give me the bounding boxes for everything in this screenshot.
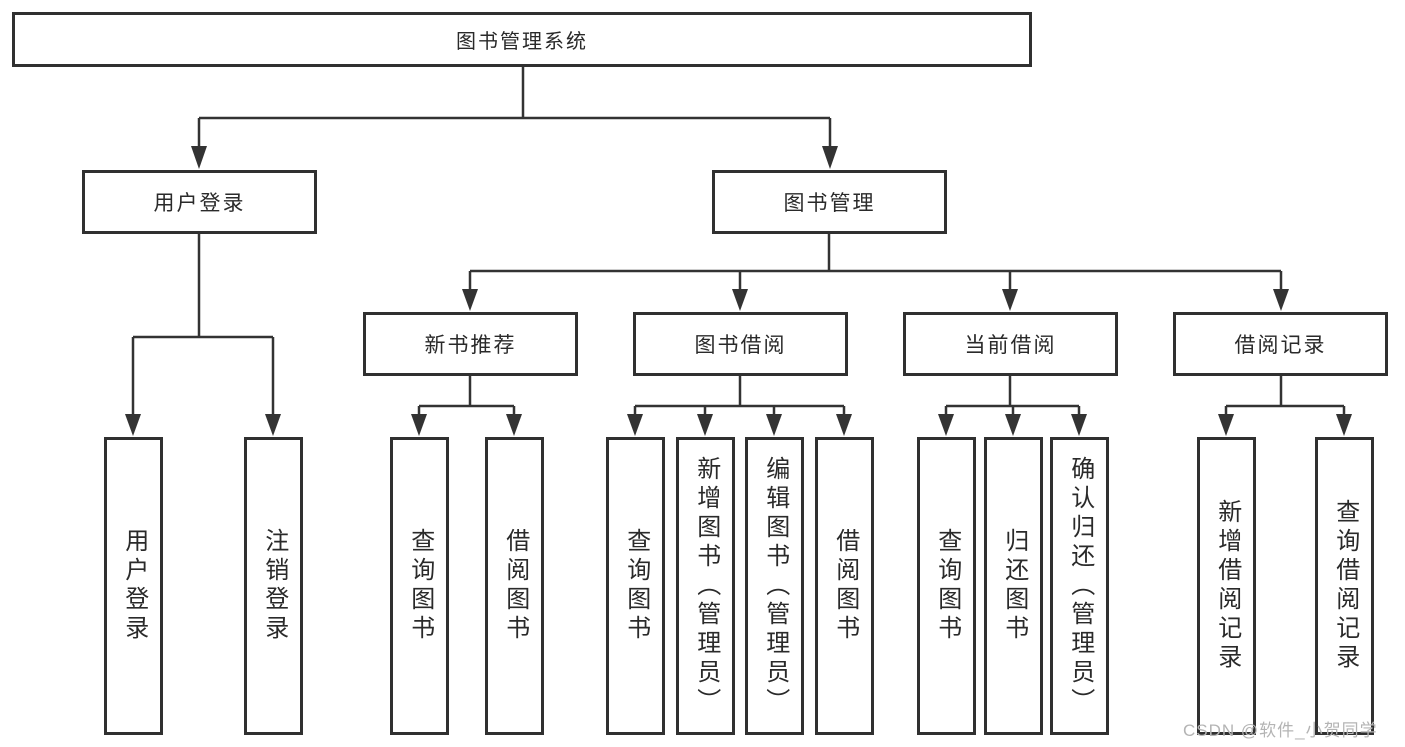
leaf-label: 查询图书 bbox=[933, 528, 961, 644]
leaf-label: 归还图书 bbox=[1000, 528, 1028, 644]
node-borrow-records: 借阅记录 bbox=[1173, 312, 1388, 376]
leaf-return-books: 归还图书 bbox=[984, 437, 1043, 735]
leaf-label: 查询图书 bbox=[406, 528, 434, 644]
leaf-query-borrow-record: 查询借阅记录 bbox=[1315, 437, 1374, 735]
node-label: 图书管理系统 bbox=[456, 31, 588, 53]
node-library-management-system: 图书管理系统 bbox=[12, 12, 1032, 67]
leaf-query-books-recommend: 查询图书 bbox=[390, 437, 449, 735]
node-label: 用户登录 bbox=[153, 192, 246, 215]
node-label: 当前借阅 bbox=[964, 334, 1057, 357]
leaf-add-book-admin: 新增图书（管理员） bbox=[676, 437, 735, 735]
leaf-user-login: 用户登录 bbox=[104, 437, 163, 735]
node-current-borrow: 当前借阅 bbox=[903, 312, 1118, 376]
leaf-borrow-books-recommend: 借阅图书 bbox=[485, 437, 544, 735]
leaf-query-books-current: 查询图书 bbox=[917, 437, 976, 735]
node-book-borrow: 图书借阅 bbox=[633, 312, 848, 376]
leaf-borrow-books: 借阅图书 bbox=[815, 437, 874, 735]
node-label: 图书借阅 bbox=[694, 334, 787, 357]
leaf-label: 编辑图书（管理员） bbox=[761, 455, 789, 717]
leaf-logout-login: 注销登录 bbox=[244, 437, 303, 735]
node-user-login: 用户登录 bbox=[82, 170, 317, 234]
leaf-label: 查询图书 bbox=[622, 528, 650, 644]
leaf-edit-book-admin: 编辑图书（管理员） bbox=[745, 437, 804, 735]
node-book-management: 图书管理 bbox=[712, 170, 947, 234]
leaf-label: 借阅图书 bbox=[831, 528, 859, 644]
leaf-add-borrow-record: 新增借阅记录 bbox=[1197, 437, 1256, 735]
node-label: 图书管理 bbox=[783, 192, 876, 215]
leaf-label: 用户登录 bbox=[120, 528, 148, 644]
node-label: 新书推荐 bbox=[424, 334, 517, 357]
leaf-label: 借阅图书 bbox=[501, 528, 529, 644]
leaf-confirm-return-admin: 确认归还（管理员） bbox=[1050, 437, 1109, 735]
leaf-query-books-borrow: 查询图书 bbox=[606, 437, 665, 735]
leaf-label: 新增借阅记录 bbox=[1213, 499, 1241, 673]
node-label: 借阅记录 bbox=[1234, 334, 1327, 357]
leaf-label: 确认归还（管理员） bbox=[1066, 455, 1094, 717]
csdn-watermark: CSDN @软件_小贺同学 bbox=[1183, 721, 1378, 740]
leaf-label: 查询借阅记录 bbox=[1331, 499, 1359, 673]
leaf-label: 新增图书（管理员） bbox=[692, 455, 720, 717]
leaf-label: 注销登录 bbox=[260, 528, 288, 644]
node-new-book-recommend: 新书推荐 bbox=[363, 312, 578, 376]
